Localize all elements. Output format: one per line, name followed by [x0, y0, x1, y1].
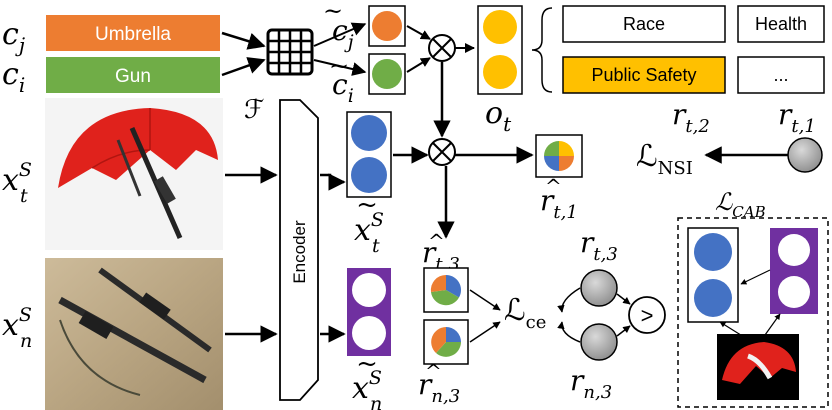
svg-text:xSn: xSn	[352, 367, 382, 410]
public-safety-category-box	[562, 56, 726, 94]
arrow-grid-to-ci-embed	[313, 59, 367, 76]
arrow-cj-to-otimes	[406, 25, 431, 40]
gun-concept-box	[46, 57, 220, 93]
encoder-label: Encoder	[290, 220, 309, 284]
svg-text:~: ~	[356, 190, 378, 220]
rhat-t3-pie	[430, 274, 462, 306]
arrow-rhat-n3-to-ce	[469, 321, 501, 343]
rt1-node	[787, 137, 823, 173]
more-category-label: ...	[773, 65, 788, 85]
ot-circle-bottom	[483, 55, 517, 89]
xt-embedding-circle-bottom	[351, 157, 387, 193]
cab-dashed-box	[677, 217, 829, 408]
rifles-photo	[45, 258, 223, 410]
svg-text:ci: ci	[332, 68, 354, 107]
loss-nsi: ℒNSI	[636, 139, 693, 179]
rhat-n3-symbol: ^ rn,3	[418, 359, 460, 407]
rhat-n3-pie	[431, 327, 461, 357]
encoder-block	[279, 99, 319, 401]
loss-cab: ℒCAB	[715, 188, 766, 221]
loss-ce: ℒce	[504, 293, 546, 333]
rt2-symbol: rt,2	[672, 98, 710, 137]
category-brace	[531, 7, 553, 93]
arrow-cj-to-grid	[221, 31, 266, 50]
arrow-encoder-to-xt-embed	[320, 173, 346, 191]
arrow-rhat-t3-to-ce	[469, 289, 501, 311]
gun-concept-label: Gun	[115, 66, 151, 87]
cab-negative-circle-bottom	[778, 276, 810, 308]
arrow-ci-to-otimes	[406, 57, 431, 73]
ot-circle-top	[483, 10, 517, 44]
cab-negative-circle-top	[778, 234, 810, 266]
arrow-rn3-to-ce	[557, 321, 581, 343]
rt1-symbol: rt,1	[778, 98, 816, 137]
grid-icon	[266, 28, 314, 76]
middle-product-icon	[428, 138, 456, 166]
svg-text:^: ^	[425, 359, 442, 383]
rt3-symbol: rt,3	[580, 226, 618, 265]
arrow-rt3-to-ce	[557, 287, 581, 313]
xn-embedding-circle-top	[352, 273, 386, 307]
ci-symbol: ci	[2, 57, 25, 97]
arrow-negative-to-anchor	[740, 269, 771, 285]
encoder-symbol: ℱ	[244, 95, 264, 125]
umbrella-embedding-circle	[372, 11, 402, 41]
more-category-box	[737, 56, 825, 94]
ot-symbol: ot	[485, 96, 512, 136]
cab-anchor-circle-top	[694, 233, 732, 271]
arrow-ci-to-grid	[221, 57, 266, 77]
svg-text:rt,1: rt,1	[540, 184, 578, 223]
umbrella-concept-box	[46, 15, 220, 51]
cab-anchor-circle-bottom	[694, 279, 732, 317]
rhat-t1-symbol: ^ rt,1	[540, 174, 578, 223]
public-safety-category-label: Public Safety	[591, 65, 696, 85]
svg-text:xSt: xSt	[354, 209, 384, 257]
svg-text:~: ~	[329, 52, 349, 80]
svg-text:^: ^	[545, 174, 562, 198]
race-category-box	[562, 5, 726, 43]
arrow-grid-to-cj-embed	[313, 22, 367, 47]
gun-embedding-circle	[372, 59, 402, 89]
cj-symbol: cj	[2, 17, 25, 57]
health-category-box	[737, 5, 825, 43]
svg-text:rn,3: rn,3	[418, 368, 460, 407]
umbrella-concept-label: Umbrella	[95, 24, 171, 45]
top-product-icon	[428, 34, 456, 62]
svg-text:~: ~	[323, 0, 343, 25]
c-tilde-i-symbol: ~ ci	[329, 52, 354, 107]
c-tilde-j-symbol: ~ cj	[323, 0, 354, 53]
cab-umbrella-image	[717, 334, 799, 400]
rn3-symbol: rn,3	[570, 364, 612, 403]
health-category-label: Health	[755, 14, 807, 34]
compare-symbol: >	[641, 303, 654, 328]
rhat-t1-pie	[544, 141, 574, 171]
xn-embedding-circle-bottom	[352, 316, 386, 350]
svg-text:cj: cj	[332, 14, 354, 53]
umbrella-gun-photo	[45, 98, 223, 250]
arrow-rn3-to-compare	[616, 325, 631, 337]
svg-text:^: ^	[428, 229, 445, 253]
svg-text:~: ~	[356, 349, 378, 379]
rn3-node	[580, 323, 618, 361]
rt3-node	[580, 269, 618, 307]
race-category-label: Race	[623, 14, 665, 34]
arrow-rt3-to-compare	[616, 293, 631, 305]
compare-node	[628, 296, 666, 334]
xt-embedding-circle-top	[351, 115, 387, 151]
